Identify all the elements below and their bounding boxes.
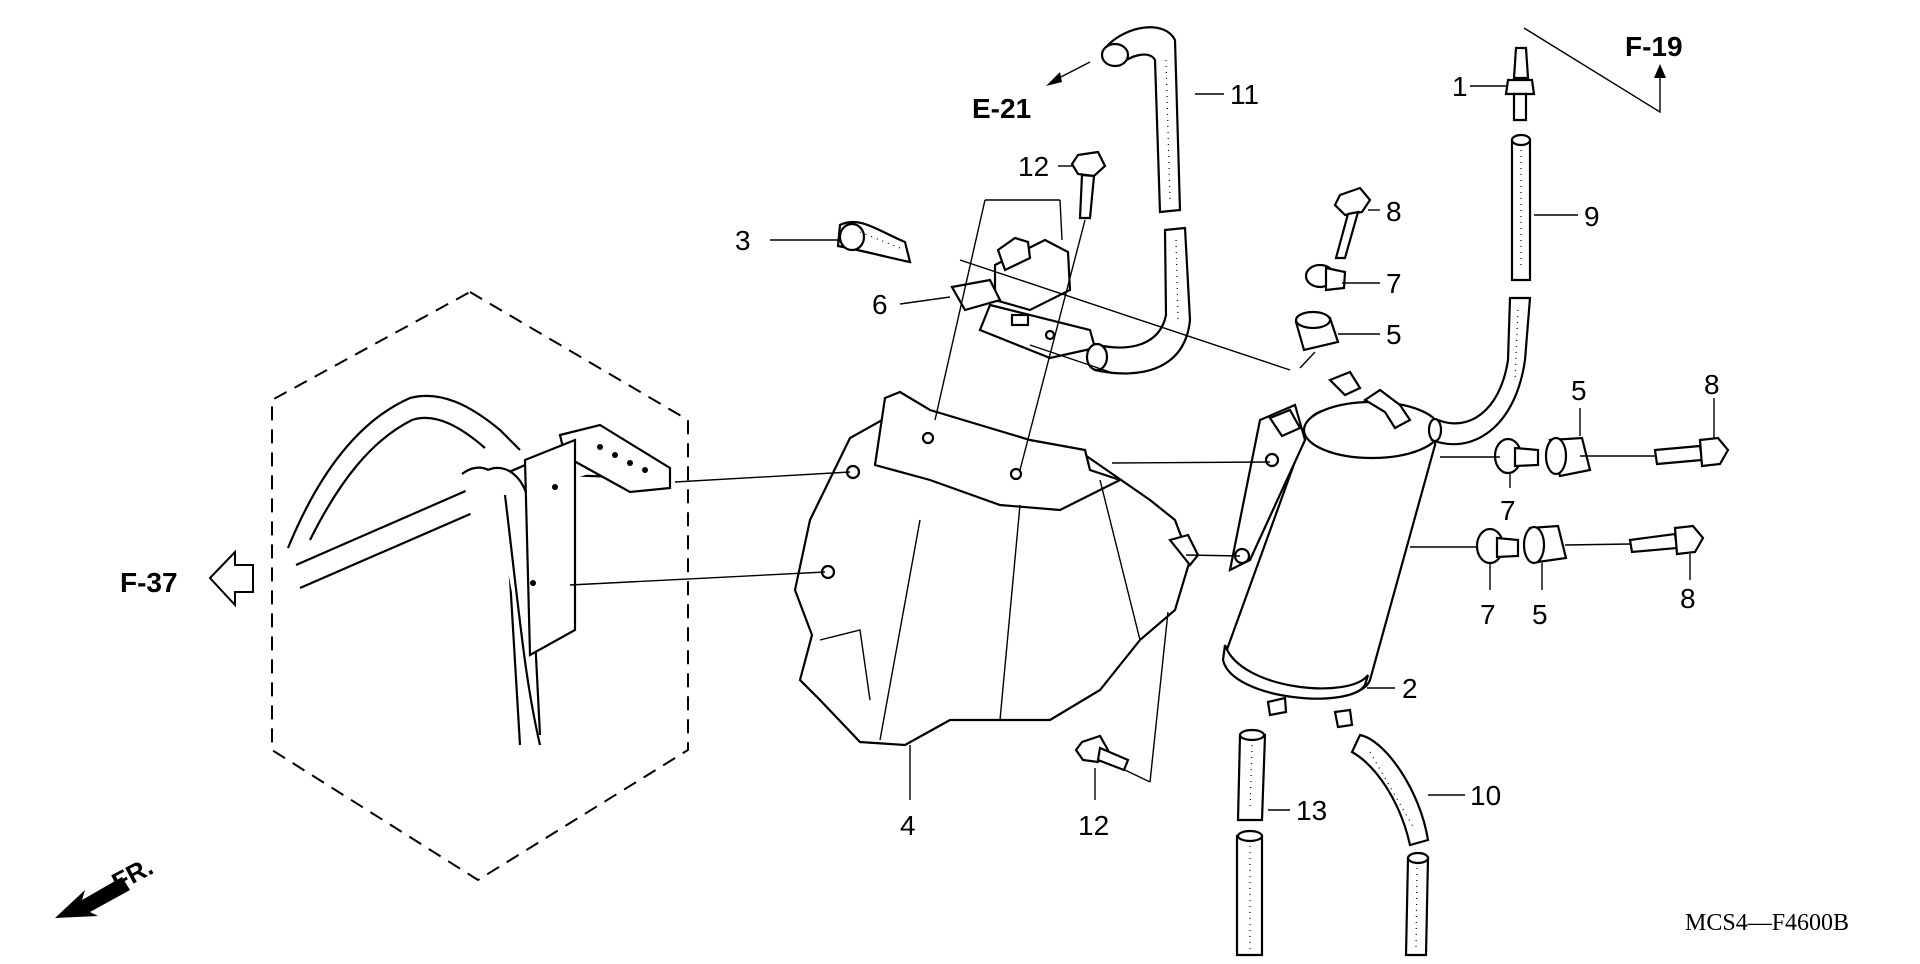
- callout-11: 11: [1230, 79, 1259, 110]
- callout-3: 3: [735, 225, 751, 256]
- part-3-hose: [836, 220, 912, 264]
- callout-8-right-upper: 8: [1704, 369, 1720, 400]
- frame-detail-hexagon: [271, 290, 689, 882]
- part-8-bolt-top: [1333, 186, 1372, 260]
- part-7-collar-top: [1304, 263, 1347, 292]
- part-7-collar-right-upper: [1493, 437, 1540, 475]
- callout-12-bottom: 12: [1078, 810, 1109, 841]
- callout-7-right-upper: 7: [1500, 495, 1516, 526]
- leader-lines: [569, 27, 1715, 811]
- callout-5-right-upper: 5: [1571, 375, 1587, 406]
- reference-f19: F-19: [1625, 31, 1683, 62]
- callout-5-right-lower: 5: [1532, 599, 1548, 630]
- part-9-hose: [1427, 133, 1532, 446]
- part-11-hose: [1085, 26, 1192, 375]
- callout-12-top: 12: [1018, 151, 1049, 182]
- reference-e21: E-21: [972, 93, 1031, 124]
- callout-7-right-lower: 7: [1480, 599, 1496, 630]
- part-12-bolt-bottom: [1074, 734, 1130, 772]
- part-8-bolt-right-upper: [1653, 436, 1730, 468]
- part-2-canister: [1221, 370, 1442, 729]
- callout-8-right-lower: 8: [1680, 583, 1696, 614]
- callout-13: 13: [1296, 795, 1327, 826]
- part-10-hose: [1350, 733, 1430, 957]
- part-13-hose: [1235, 728, 1267, 957]
- callout-9: 9: [1584, 201, 1600, 232]
- callout-7-top: 7: [1386, 268, 1402, 299]
- part-5-grommet-right-lower: [1522, 524, 1568, 565]
- part-1-joint: [1504, 46, 1536, 122]
- callout-5-top: 5: [1386, 319, 1402, 350]
- reference-f37: F-37: [120, 567, 178, 598]
- callout-8-top: 8: [1386, 196, 1402, 227]
- callout-6: 6: [872, 289, 888, 320]
- callout-2: 2: [1402, 673, 1418, 704]
- part-5-grommet-right-upper: [1544, 436, 1592, 478]
- part-8-bolt-right-lower: [1628, 524, 1705, 556]
- part-5-grommet-top: [1294, 310, 1340, 352]
- callout-1: 1: [1452, 71, 1468, 102]
- part-12-bolt-top: [1070, 150, 1107, 220]
- diagram-code: MCS4—F4600B: [1685, 910, 1849, 936]
- part-4-cover: [793, 390, 1200, 747]
- f37-arrow-icon: [208, 549, 254, 608]
- part-7-collar-right-lower: [1475, 527, 1520, 565]
- part-6-solenoid-valve: [950, 236, 1097, 360]
- callout-10: 10: [1470, 780, 1501, 811]
- callout-4: 4: [900, 810, 916, 841]
- front-direction-arrow-icon: [55, 877, 130, 918]
